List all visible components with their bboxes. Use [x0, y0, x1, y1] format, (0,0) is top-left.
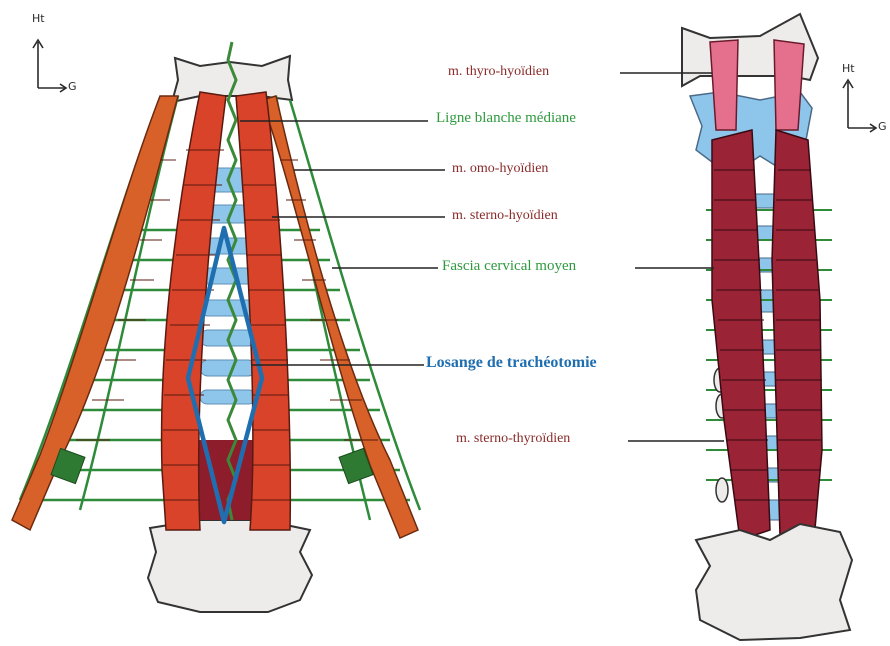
- sternum-left: [148, 520, 312, 612]
- label-fascia: Fascia cervical moyen: [442, 258, 576, 275]
- label-thyro-hyoid: m. thyro-hyoïdien: [448, 64, 549, 80]
- orientation-left-up: Ht: [32, 12, 45, 25]
- right-figure: [682, 14, 852, 640]
- orientation-right-side: G: [878, 120, 887, 133]
- label-linea-alba: Ligne blanche médiane: [436, 110, 576, 127]
- label-losange: Losange de trachéotomie: [426, 354, 597, 372]
- orientation-left-side: G: [68, 80, 77, 93]
- orientation-left: [33, 40, 66, 92]
- label-sterno-thyroid: m. sterno-thyroïdien: [456, 431, 570, 447]
- label-omo-hyoid: m. omo-hyoïdien: [452, 161, 548, 177]
- sterno-thyroid-muscle-right-r: [772, 130, 822, 540]
- left-figure: [12, 42, 420, 612]
- sternum-right: [696, 524, 852, 640]
- orientation-right-up: Ht: [842, 62, 855, 75]
- hyoid-bone-left: [172, 56, 292, 102]
- thyro-hyoid-muscle-right-r: [774, 40, 804, 130]
- omo-hyoid-left-l: [12, 96, 178, 530]
- label-sterno-hyoid: m. sterno-hyoïdien: [452, 208, 558, 224]
- orientation-right: [843, 80, 876, 132]
